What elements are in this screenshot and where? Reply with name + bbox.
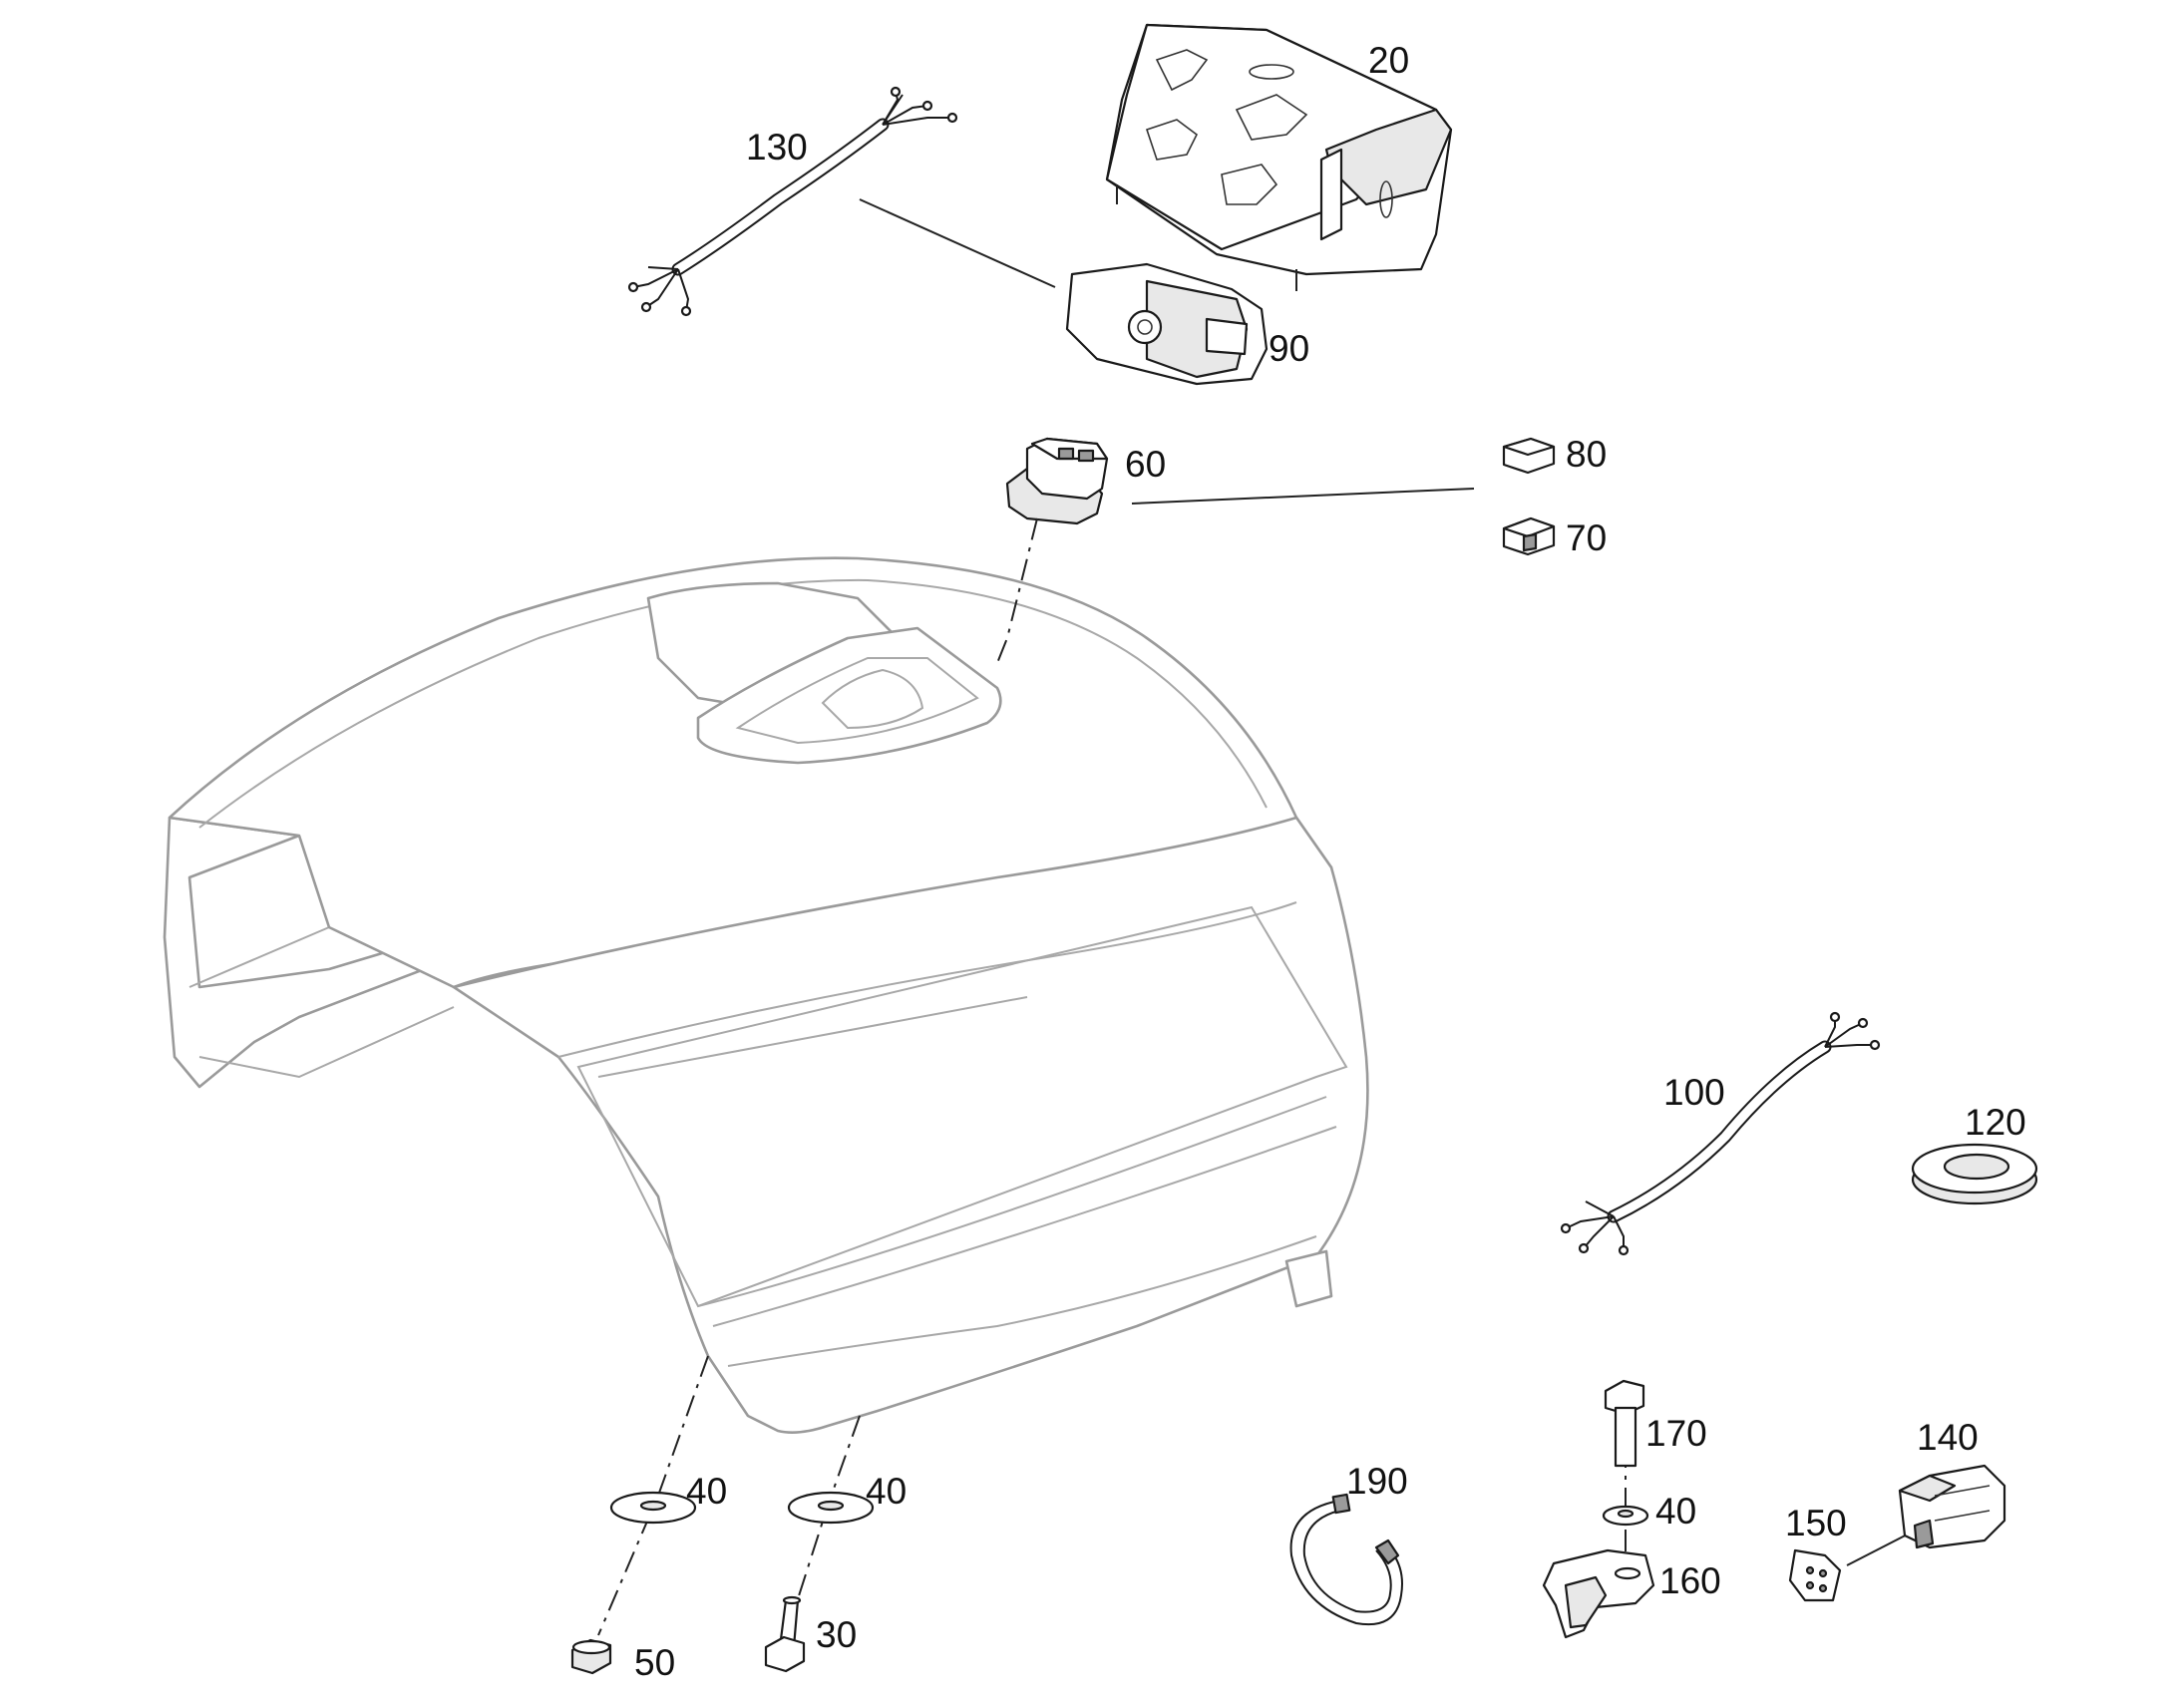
callout-70: 70: [1566, 517, 1607, 558]
leader-130: [859, 198, 1056, 288]
part-30-bolt: 30: [764, 1595, 857, 1673]
part-50-nut: 50: [570, 1638, 675, 1683]
callout-130: 130: [746, 127, 808, 168]
callout-90: 90: [1269, 328, 1309, 369]
part-40-washer-middle: 40: [787, 1471, 907, 1525]
leader-60: [1131, 488, 1475, 505]
callout-50: 50: [634, 1642, 675, 1683]
part-120-grommet: 120: [1911, 1102, 2038, 1205]
callout-190: 190: [1346, 1461, 1408, 1502]
callout-60: 60: [1125, 444, 1166, 485]
part-40-washer-left: 40: [609, 1471, 727, 1525]
part-140-connector-housing: 140: [1898, 1417, 2006, 1549]
part-170-bolt: 170: [1604, 1379, 1707, 1468]
part-150-wedge-lock: 150: [1785, 1503, 1916, 1602]
part-130-wire-harness: 130: [627, 86, 1056, 317]
callout-120: 120: [1965, 1102, 2026, 1143]
callout-40c: 40: [1655, 1491, 1696, 1532]
callout-40a: 40: [686, 1471, 727, 1512]
callout-100: 100: [1663, 1072, 1725, 1113]
axis-left: [597, 1355, 709, 1636]
part-160-bracket: 160: [1542, 1548, 1721, 1639]
axis-60: [996, 517, 1038, 664]
part-70-plug: 70: [1502, 516, 1607, 558]
part-190-cable-tie: 190: [1289, 1461, 1408, 1626]
callout-40b: 40: [866, 1471, 907, 1512]
part-40-washer-right: 40: [1602, 1491, 1696, 1532]
part-80-plug: 80: [1502, 434, 1607, 475]
callout-20: 20: [1368, 40, 1409, 81]
callout-140: 140: [1917, 1417, 1979, 1458]
callout-30: 30: [816, 1614, 857, 1655]
callout-150: 150: [1785, 1503, 1847, 1543]
callout-80: 80: [1566, 434, 1607, 475]
callout-170: 170: [1645, 1413, 1707, 1454]
part-90-switch: 90: [1065, 262, 1309, 386]
part-60-connector: 60: [996, 437, 1475, 664]
leader-150: [1846, 1530, 1916, 1566]
callout-160: 160: [1659, 1560, 1721, 1601]
part-20-bracket: 20: [1105, 23, 1453, 291]
hood-body: [163, 556, 1369, 1434]
part-100-wire-harness: 100: [1560, 1011, 1881, 1256]
